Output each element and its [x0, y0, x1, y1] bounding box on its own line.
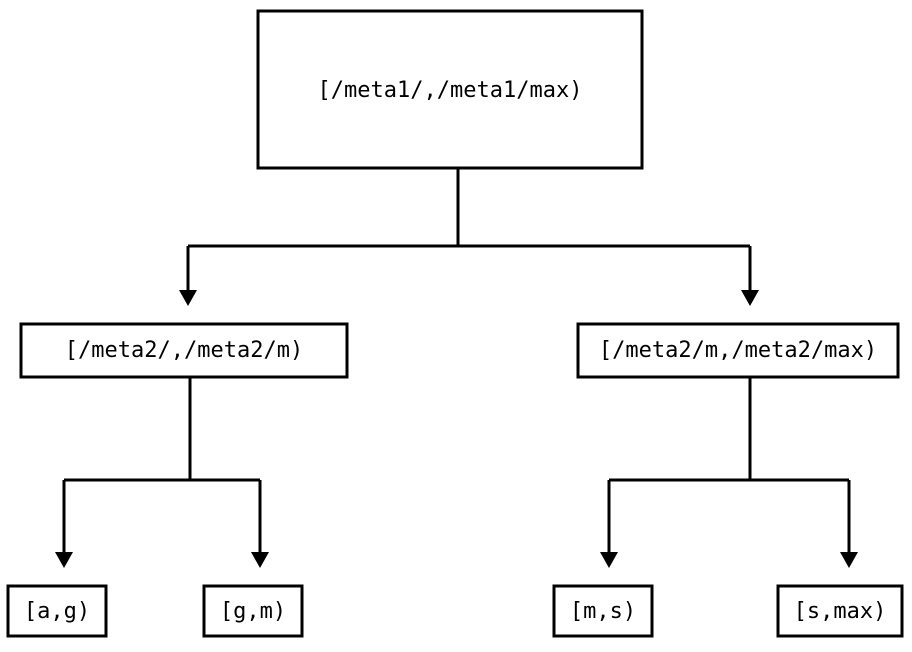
node-leaf-1-box[interactable]: [6, 584, 108, 638]
node-leaf-4-box[interactable]: [776, 584, 904, 638]
node-leaf-3-label: [m,s): [570, 599, 636, 624]
node-leaf-4-label: [s,max): [794, 599, 887, 624]
edge-group-mid-left: [55, 378, 269, 568]
arrow-head-mid-left-to-leaf2: [251, 552, 269, 568]
arrow-head-root-to-mid-right: [741, 290, 759, 306]
node-mid-left-label: [/meta2/,/meta2/m): [65, 338, 303, 363]
node-mid-right-label: [/meta2/m,/meta2/max): [599, 338, 877, 363]
arrow-head-root-to-mid-left: [179, 290, 197, 306]
node-leaf-3[interactable]: [m,s): [552, 584, 654, 638]
arrow-head-mid-left-to-leaf1: [55, 552, 73, 568]
node-mid-right-box[interactable]: [576, 322, 900, 379]
node-root-box[interactable]: [256, 9, 644, 170]
node-leaf-1-label: [a,g): [24, 599, 90, 624]
node-leaf-2[interactable]: [g,m): [202, 584, 304, 638]
arrow-head-mid-right-to-leaf3: [600, 552, 618, 568]
node-leaf-4[interactable]: [s,max): [776, 584, 904, 638]
node-mid-right[interactable]: [/meta2/m,/meta2/max): [576, 322, 900, 379]
node-leaf-1[interactable]: [a,g): [6, 584, 108, 638]
node-mid-left[interactable]: [/meta2/,/meta2/m): [19, 322, 349, 379]
node-leaf-2-box[interactable]: [202, 584, 304, 638]
node-leaf-3-box[interactable]: [552, 584, 654, 638]
edge-group-root: [179, 168, 759, 306]
node-leaf-2-label: [g,m): [220, 599, 286, 624]
node-mid-left-box[interactable]: [19, 322, 349, 379]
node-root-label: [/meta1/,/meta1/max): [318, 78, 583, 103]
arrow-head-mid-right-to-leaf4: [840, 552, 858, 568]
node-root[interactable]: [/meta1/,/meta1/max): [256, 9, 644, 170]
edge-group-mid-right: [600, 378, 858, 568]
